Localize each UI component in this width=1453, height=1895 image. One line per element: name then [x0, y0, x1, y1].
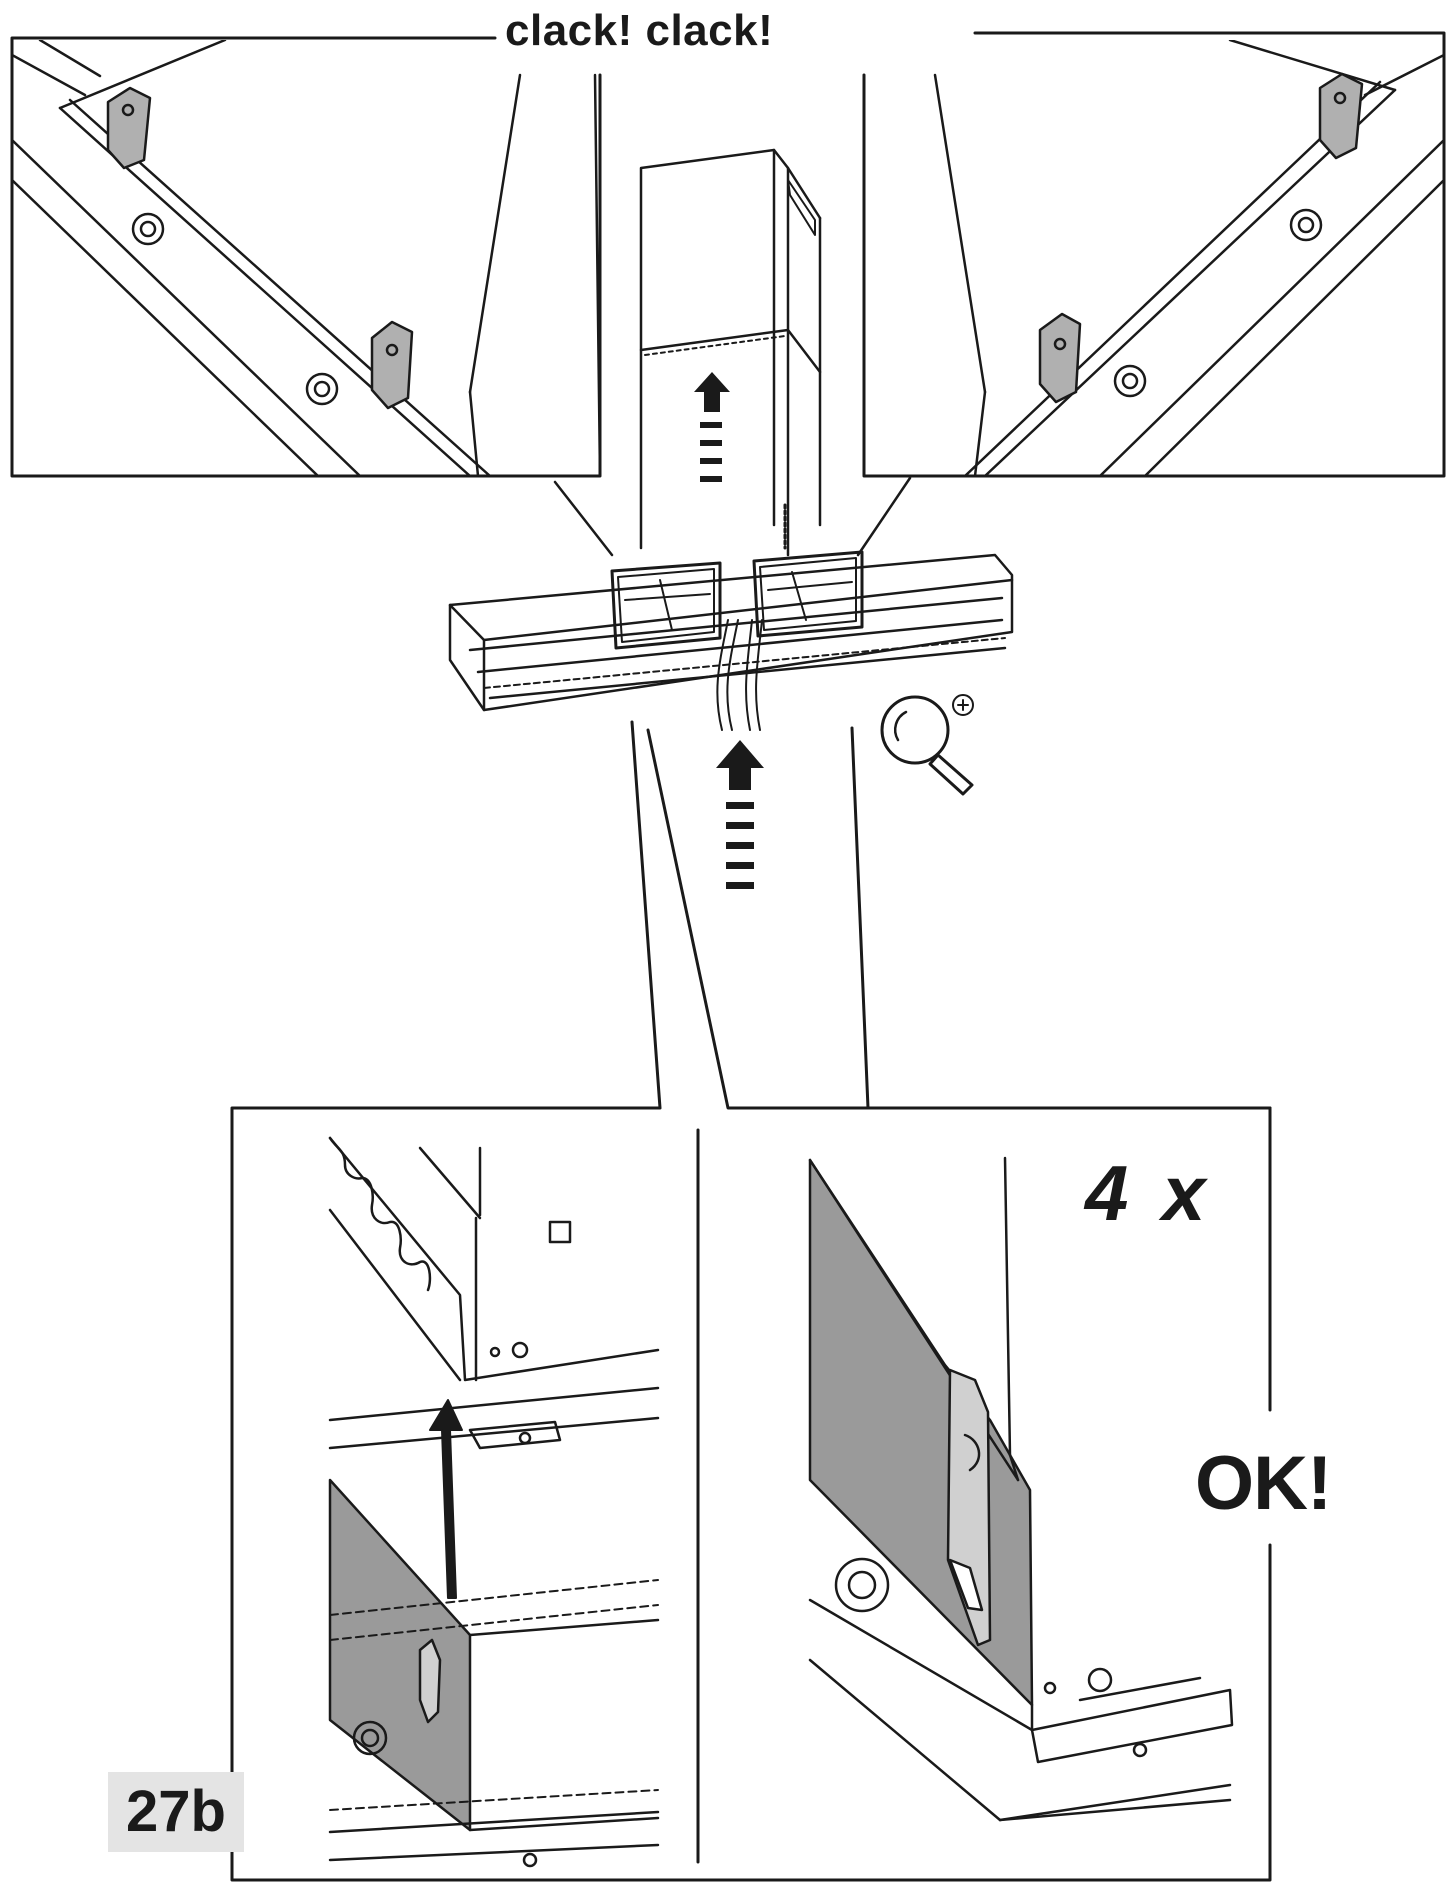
step-number-badge: 27b [108, 1772, 244, 1852]
screw-tr-2 [1113, 364, 1147, 398]
repeat-count-label: 4 x [1085, 1149, 1212, 1237]
power-cable [716, 619, 763, 731]
confirmation-label: OK! [1195, 1441, 1332, 1526]
up-arrow-icon-cable [716, 740, 764, 889]
clip-bracket-tr-1 [1318, 72, 1364, 160]
clip-bracket-tl-2 [370, 320, 414, 410]
hood-body [448, 553, 1014, 712]
detail-panel-top-left [10, 36, 602, 478]
screw-tr-1 [1289, 208, 1323, 242]
screw-tl-2 [305, 372, 339, 406]
callout-cone-bottom [230, 720, 1272, 1882]
sound-effect-label: clack! clack! [505, 6, 774, 55]
screw-tl-1 [131, 212, 165, 246]
zoom-box-right [752, 550, 864, 638]
detail-panel-top-right [862, 31, 1446, 478]
detail-panel-bottom-left [328, 1136, 660, 1868]
zoom-box-left [610, 561, 722, 650]
magnifier-plus-icon [880, 694, 974, 796]
clip-bracket-tr-2 [1038, 312, 1082, 404]
callout-leaders-top [553, 476, 912, 557]
up-arrow-icon [429, 1399, 463, 1599]
chimney-cover [639, 148, 822, 557]
clip-bracket-tl-1 [106, 86, 152, 170]
detail-panel-bottom-right [808, 1156, 1234, 1822]
up-arrow-icon-chimney [694, 372, 730, 482]
